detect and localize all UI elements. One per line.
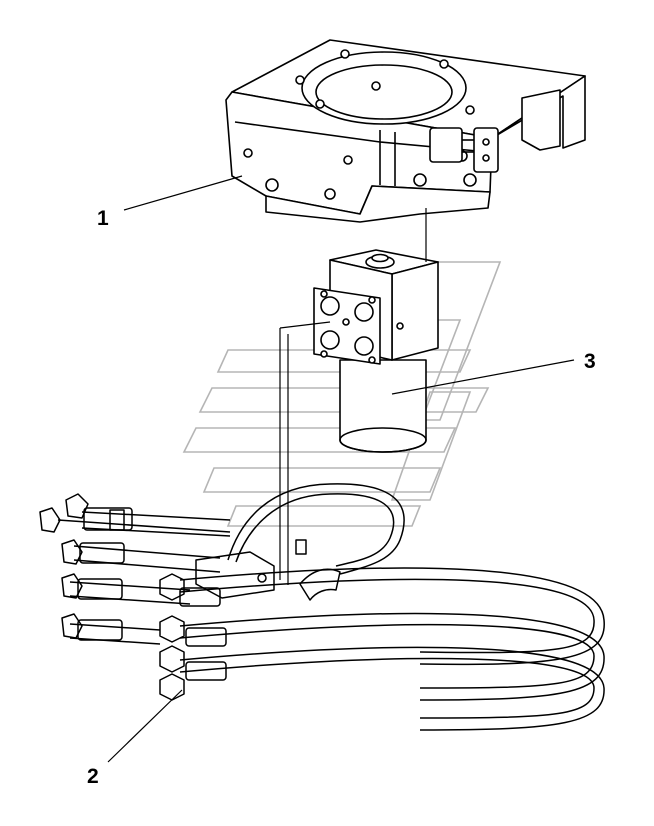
- hose-assembly: [39, 483, 605, 731]
- mounting-bracket: [225, 39, 586, 223]
- leader-line-1: [123, 175, 243, 211]
- steering-unit: [313, 249, 439, 453]
- pipe-lines: [279, 208, 427, 585]
- callout-label-2: 2: [87, 765, 99, 788]
- leader-lines: [107, 175, 575, 763]
- leader-line-2: [107, 689, 183, 763]
- callout-label-3: 3: [584, 350, 596, 373]
- callout-label-1: 1: [97, 207, 109, 230]
- leader-line-3: [391, 359, 575, 395]
